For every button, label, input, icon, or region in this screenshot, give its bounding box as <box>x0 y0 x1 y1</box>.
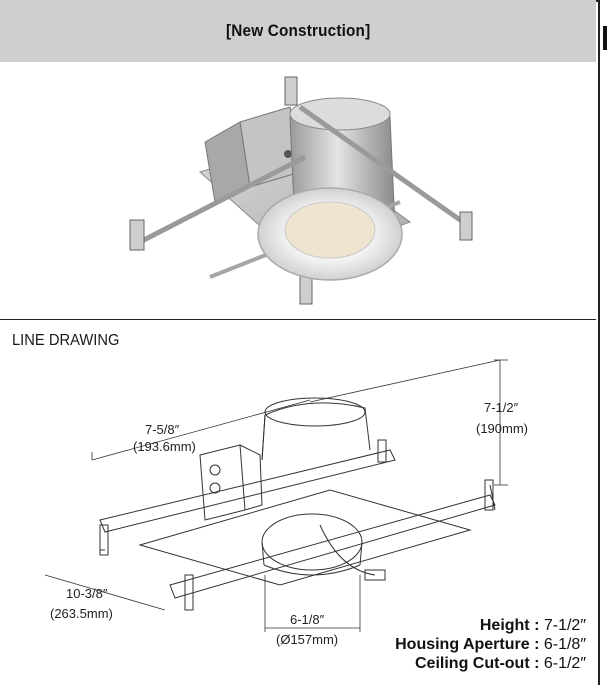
spec-value: 7-1/2″ <box>543 617 586 634</box>
spec-row-height: Height : 7-1/2″ <box>479 617 586 634</box>
spec-value: 6-1/2″ <box>543 655 586 672</box>
spec-row-housing-aperture: Housing Aperture : 6-1/8″ <box>395 636 586 653</box>
spec-list: Height : 7-1/2″ Housing Aperture : 6-1/8… <box>395 616 586 673</box>
section-title: [New Construction] <box>225 21 371 40</box>
dim-height-in: 7-1/2″ <box>484 400 519 415</box>
dim-length-in: 10-3/8″ <box>66 586 108 601</box>
bracket-icon <box>284 76 298 106</box>
dim-width-in: 7-5/8″ <box>145 422 180 437</box>
dim-aperture-mm: (Ø157mm) <box>276 632 338 647</box>
spec-row-ceiling-cutout: Ceiling Cut-out : 6-1/2″ <box>415 655 586 672</box>
lens <box>284 201 376 259</box>
bar-hanger-right <box>298 104 472 230</box>
dim-height-mm: (190mm) <box>476 421 528 436</box>
spec-key: Ceiling Cut-out <box>415 655 530 672</box>
spec-value: 6-1/8″ <box>543 636 586 653</box>
line-drawing: 7-5/8″ (193.6mm) 7-1/2″ (190mm) 10-3/8″ … <box>44 359 528 647</box>
edge-marker <box>603 26 607 50</box>
line-drawing-label: LINE DRAWING <box>12 332 120 349</box>
line-drawing-panel: LINE DRAWING <box>0 320 596 685</box>
spec-key: Height <box>479 617 530 634</box>
product-photo-panel <box>0 62 596 320</box>
dimension-lines <box>44 359 508 632</box>
section-header: [New Construction] <box>0 0 596 63</box>
dim-width-mm: (193.6mm) <box>133 439 196 454</box>
bracket-icon <box>459 211 473 241</box>
dim-length-mm: (263.5mm) <box>50 606 113 621</box>
bracket-icon <box>129 219 145 251</box>
bar-hanger-left <box>138 154 307 245</box>
product-photo <box>129 76 473 305</box>
spec-key: Housing Aperture <box>395 636 530 653</box>
dim-aperture-in: 6-1/8″ <box>290 612 325 627</box>
